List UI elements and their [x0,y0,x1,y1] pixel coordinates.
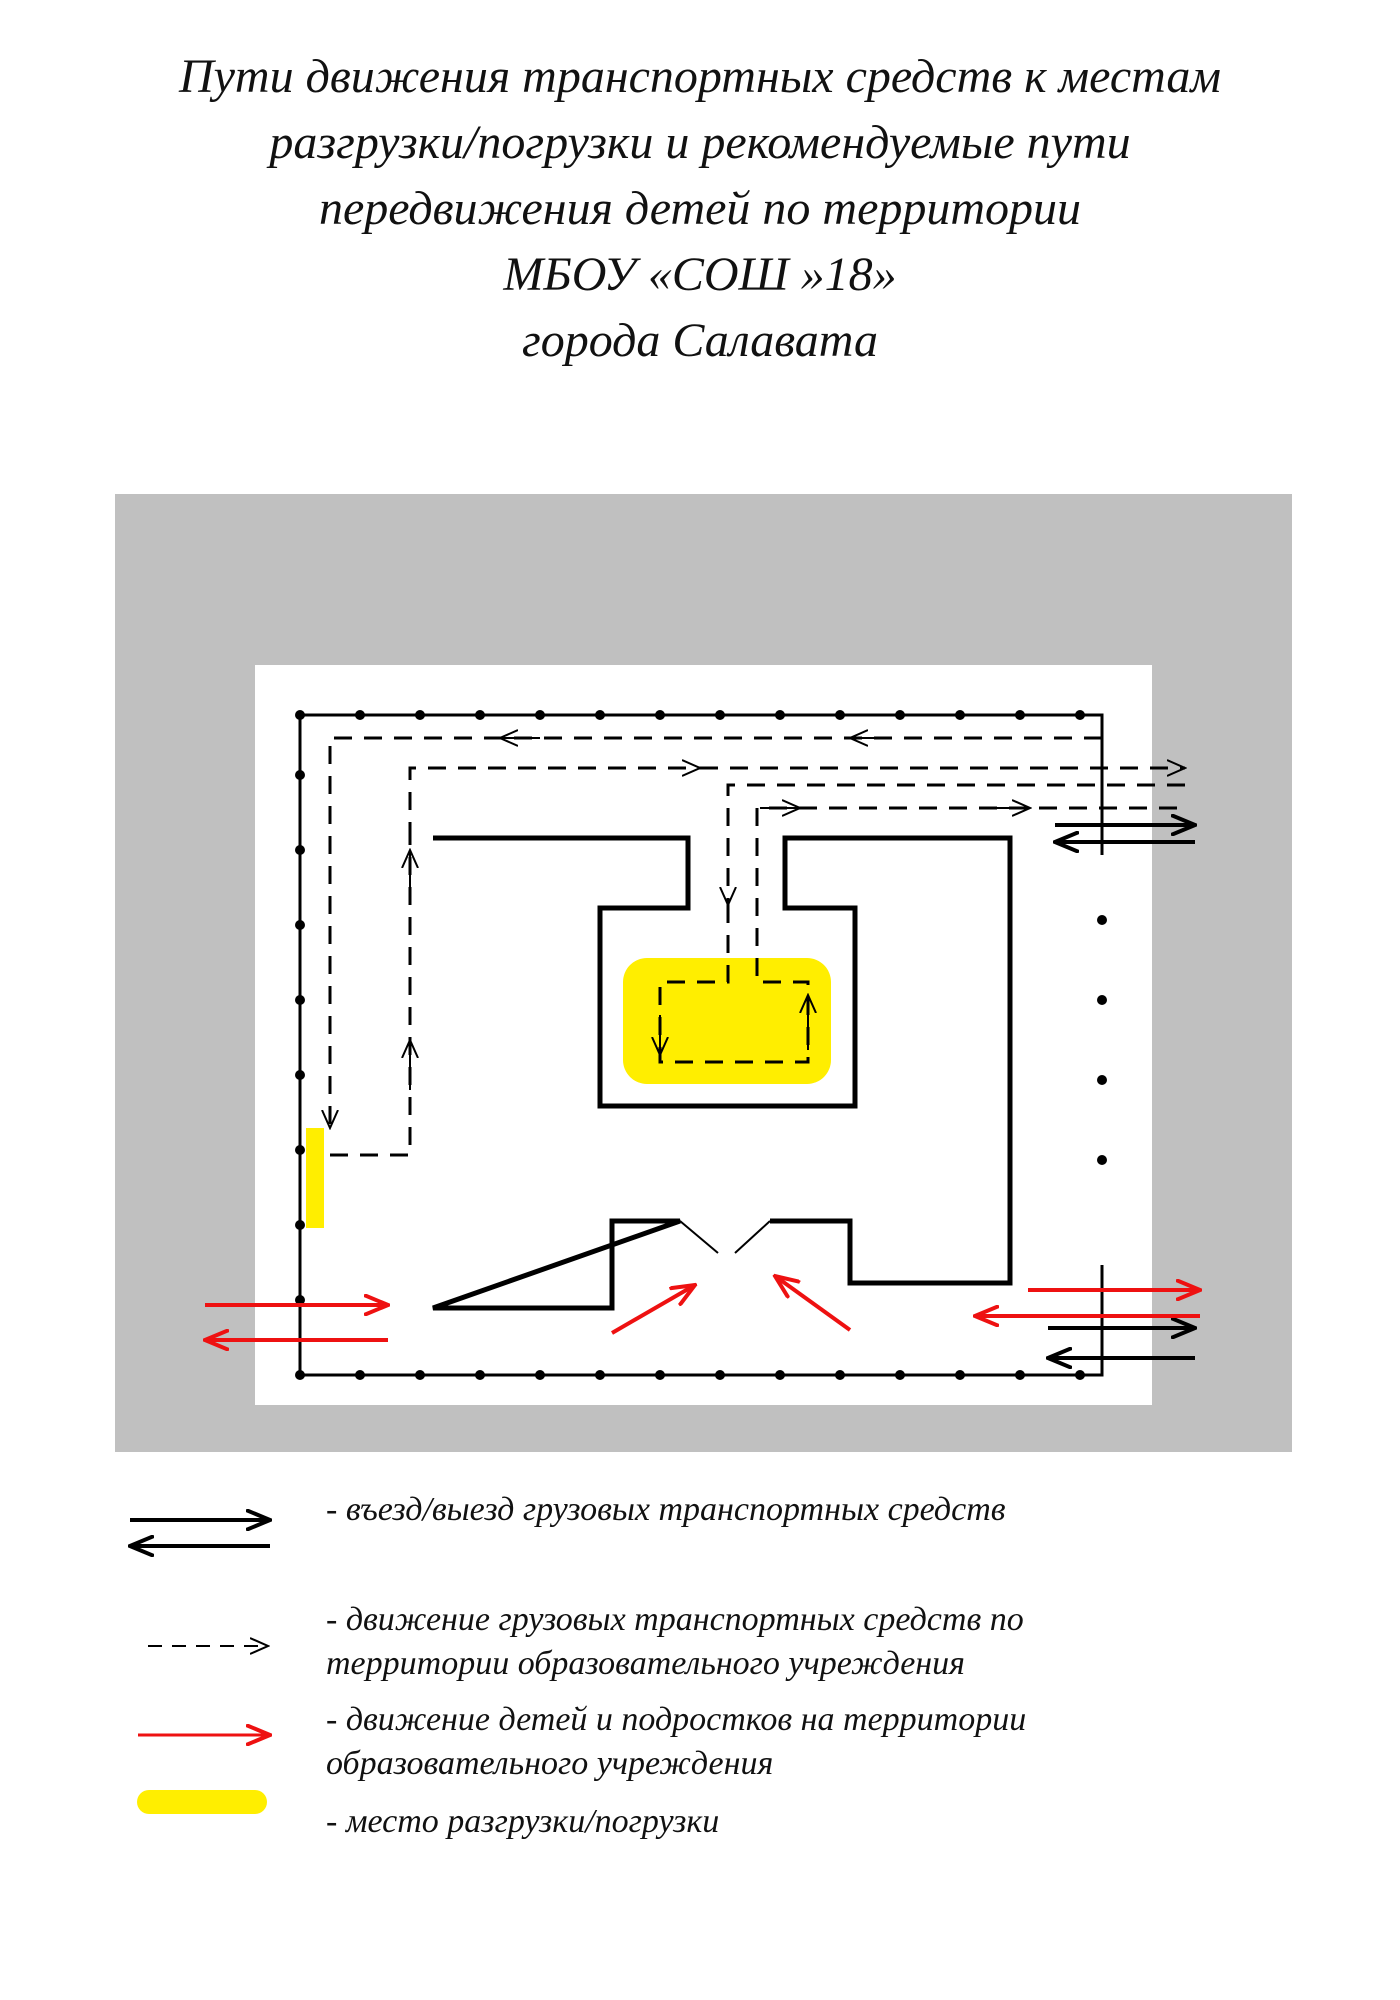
children-route-entrance [610,1276,852,1335]
fence-post [775,710,785,720]
fence-post [295,1295,305,1305]
fence-post [295,920,305,930]
fence-post [355,710,365,720]
truck-route-courtyard [658,783,1185,1064]
fence-post [595,1370,605,1380]
fence-post [475,710,485,720]
truck-route-west [330,736,1185,1157]
double-black-arrow-icon [130,1520,270,1546]
title-line: разгрузки/погрузки и рекомендуемые пути [269,116,1131,169]
fence-post [1097,995,1107,1005]
fence-post [895,1370,905,1380]
fence-post [295,845,305,855]
legend-item-truck-movement: - движение грузовых транспортных средств… [326,1598,1024,1686]
fence-post [295,995,305,1005]
yellow-bar-icon [137,1790,267,1814]
title-line: города Салавата [522,314,878,367]
fence-post [535,1370,545,1380]
fence-post [775,1370,785,1380]
legend-label: - место разгрузки/погрузки [326,1803,720,1840]
fence-post [535,710,545,720]
fence-post [835,1370,845,1380]
fence-post [655,710,665,720]
page-title: Пути движения транспортных средств к мес… [0,44,1400,374]
school-building [432,835,1013,1311]
entrance-door-right [734,1220,771,1254]
fence-post [1097,915,1107,925]
fence-post [295,1145,305,1155]
legend-label: образовательного учреждения [326,1745,774,1782]
fence-post [655,1370,665,1380]
fence-post [955,710,965,720]
fence-post [1015,710,1025,720]
fence-post [1097,1155,1107,1165]
legend-item-children-movement: - движение детей и подростков на террито… [326,1698,1026,1786]
fence-post [415,1370,425,1380]
entrance-door-left [679,1220,719,1254]
children-route-east [975,1290,1200,1316]
unloading-zone-courtyard [623,958,831,1084]
fence-post [295,770,305,780]
fence-post [895,710,905,720]
fence-post [355,1370,365,1380]
title-line: Пути движения транспортных средств к мес… [178,50,1222,103]
truck-direction-marks [410,738,1030,1090]
children-route-west [205,1305,388,1340]
fence-posts [295,710,1107,1380]
vehicle-entry-exit-south [1048,1328,1195,1358]
legend-label: - движение грузовых транспортных средств… [326,1601,1024,1638]
vehicle-entry-exit-north [1055,825,1195,842]
fence-post [1075,1370,1085,1380]
legend-label: - въезд/выезд грузовых транспортных сред… [326,1491,1006,1528]
title-line: передвижения детей по территории [318,182,1082,235]
legend-label: территории образовательного учреждения [326,1645,965,1682]
unloading-zone-side [306,1128,324,1228]
fence-post [715,1370,725,1380]
fence-post [1097,1075,1107,1085]
fence-post [835,710,845,720]
fence-post [1075,710,1085,720]
legend-label: - движение детей и подростков на террито… [326,1701,1027,1738]
fence-post [415,710,425,720]
legend-item-vehicle-entry: - въезд/выезд грузовых транспортных сред… [326,1488,1006,1532]
fence-post [1015,1370,1025,1380]
legend-item-unloading-zone: - место разгрузки/погрузки [326,1800,719,1844]
fence-post [295,1220,305,1230]
fence-post [955,1370,965,1380]
fence-post [295,710,305,720]
fence-post [295,1370,305,1380]
fence-post [715,710,725,720]
fence-post [595,710,605,720]
title-line: МБОУ «СОШ »18» [503,248,897,301]
fence-post [475,1370,485,1380]
fence-post [295,1070,305,1080]
